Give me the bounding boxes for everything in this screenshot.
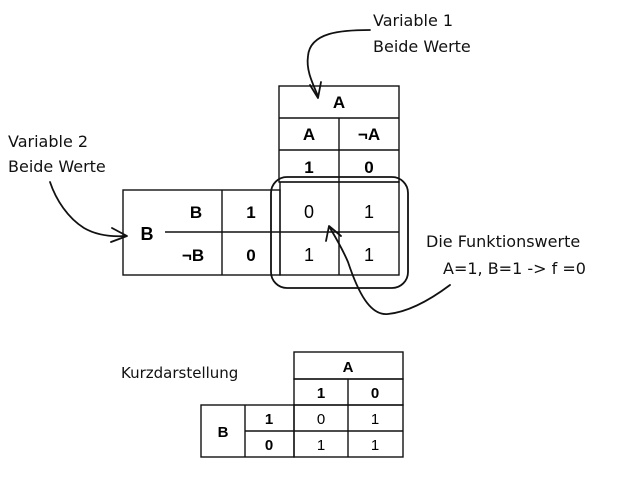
row-label-not-b: ¬B [182, 246, 204, 265]
short-cell-value: 0 [317, 411, 325, 428]
short-kv-table: A 1 0 B 1 0 0 1 1 1 [200, 351, 404, 458]
short-row-value: 0 [265, 437, 273, 454]
annotation-variable-2: Variable 2 Beide Werte [8, 132, 128, 243]
annotation-text: Beide Werte [373, 37, 471, 56]
arrow-head-icon [309, 81, 322, 99]
annotation-text: Die Funktionswerte [426, 232, 580, 251]
arrow-head-icon [325, 225, 342, 242]
annotation-text: Variable 2 [8, 132, 88, 151]
cell-value: 0 [304, 202, 314, 222]
cell-value: 1 [364, 245, 374, 265]
column-variable-label: A [333, 93, 345, 112]
cell-value: 1 [364, 202, 374, 222]
values-highlight-box [270, 176, 409, 289]
annotation-text: Variable 1 [373, 11, 453, 30]
annotation-function-values: Die Funktionswerte A=1, B=1 -> f =0 [325, 225, 586, 315]
annotation-text: A=1, B=1 -> f =0 [443, 259, 586, 278]
arrow-curve [49, 181, 127, 238]
annotation-variable-1: Variable 1 Beide Werte [306, 11, 471, 99]
row-variable-label: B [141, 224, 154, 244]
short-cell-value: 1 [371, 411, 379, 428]
arrow-head-icon [110, 227, 128, 243]
short-row-value: 1 [265, 411, 273, 428]
cell-value: 1 [304, 245, 314, 265]
arrow-curve [329, 227, 451, 315]
row-value-not-b: 0 [246, 246, 255, 265]
main-kv-table: A A ¬A 1 0 B B ¬B 1 0 0 1 1 1 [122, 85, 409, 289]
short-column-value: 0 [371, 385, 379, 402]
annotation-text: Beide Werte [8, 157, 106, 176]
short-column-variable-label: A [343, 359, 354, 376]
column-value-a: 1 [304, 158, 313, 177]
short-cell-value: 1 [317, 437, 325, 454]
arrow-curve [306, 29, 371, 97]
row-value-b: 1 [246, 203, 255, 222]
row-label-b: B [190, 203, 202, 222]
short-form-label: Kurzdarstellung [121, 364, 238, 382]
short-column-value: 1 [317, 385, 325, 402]
short-cell-value: 1 [371, 437, 379, 454]
short-row-variable-label: B [218, 424, 229, 441]
column-value-not-a: 0 [364, 158, 373, 177]
column-label-not-a: ¬A [358, 125, 380, 144]
column-label-a: A [303, 125, 315, 144]
